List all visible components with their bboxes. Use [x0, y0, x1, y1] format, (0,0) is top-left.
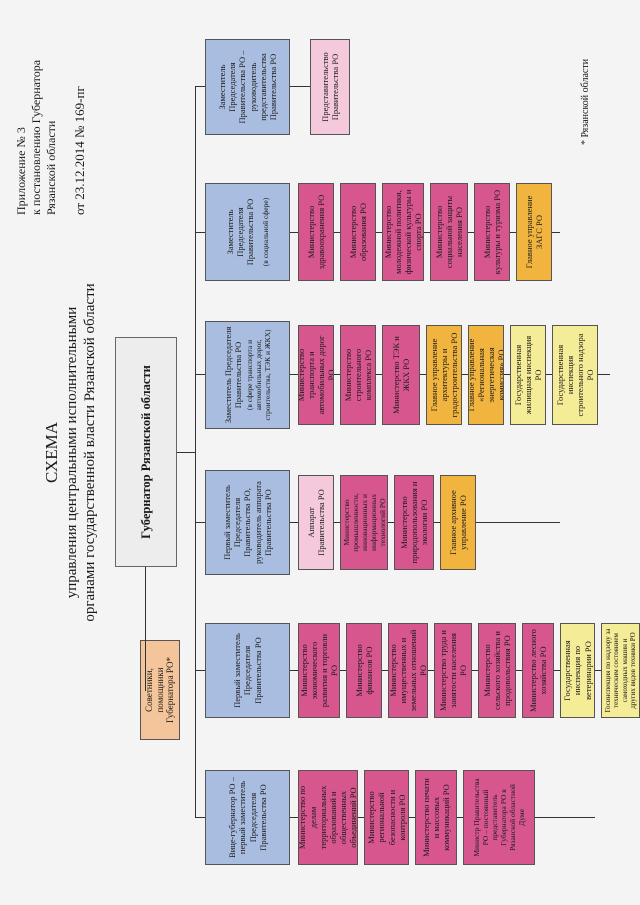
col4-header-subtitle: (в сфере транспорта и автомобильных доро…: [245, 329, 273, 421]
col2-drop-line: [195, 670, 205, 671]
col3-item: Министерство промышленности, инновационн…: [340, 475, 388, 570]
col6-header: Заместитель Председателя Правительства Р…: [205, 39, 290, 135]
col2-item: Министерство финансов РО: [346, 623, 382, 718]
footnote: * Рязанской области: [580, 58, 591, 145]
title-line-2: управления центральными исполнительными: [64, 306, 80, 599]
col1-item: Министерство по делам территориальных об…: [298, 770, 358, 865]
col1-item: Министерство печати и массовых коммуника…: [415, 770, 457, 865]
col6-drop-line: [195, 86, 205, 87]
col1-header: Вице-губернатор РО – первый заместитель …: [205, 770, 290, 865]
advisors-box: Советники, помощники Губернатора РО*: [140, 640, 180, 740]
col2-item: Министерство имущественных и земельных о…: [388, 623, 428, 718]
col4-item: Главное управление «Региональная энергет…: [468, 325, 504, 425]
col4-item: Министерство строительного комплекса РО: [340, 325, 376, 425]
governor-to-advisors-line: [145, 567, 146, 691]
col2-item: Министерство экономического развития и т…: [298, 623, 340, 718]
col5-header: Заместитель Председателя Правительства Р…: [205, 183, 290, 281]
col2-item: Государственная инспекция по ветеринарии…: [560, 623, 595, 718]
col4-header: Заместитель Председателя Правительства Р…: [205, 321, 290, 429]
col5-item: Министерство социальной защиты населения…: [430, 183, 468, 281]
col4-item: Министерство транспорта и автомобильных …: [298, 325, 334, 425]
col3-item: Главное архивное управление РО: [440, 475, 476, 570]
col1-drop-line: [195, 817, 205, 818]
col1-item: Министерство региональной безопасности и…: [364, 770, 409, 865]
col4-item: Государственная инспекция строительного …: [552, 325, 598, 425]
top-bus-line: [195, 87, 196, 818]
col2-item: Министерство лесного хозяйства РО: [522, 623, 554, 718]
col3-item: Аппарат Правительства РО: [298, 475, 334, 570]
col5-item: Министерство культуры и туризма РО: [474, 183, 510, 281]
appendix-line-1: Приложение № 3: [14, 127, 28, 215]
col4-item: Государственная жилищная инспекция РО: [510, 325, 546, 425]
col2-item: Министерство сельского хозяйства и продо…: [478, 623, 516, 718]
governor-box: Губернатор Рязанской области: [115, 337, 177, 567]
col5-item: Министерство молодежной политики, физиче…: [382, 183, 424, 281]
col5-item: Министерство образования РО: [340, 183, 376, 281]
col4-item: Министерство ТЭК и ЖКХ РО: [382, 325, 420, 425]
col2-header: Первый заместитель Председателя Правител…: [205, 623, 290, 718]
col2-item: Министерство труда и занятости населения…: [434, 623, 472, 718]
col1-item: Министр Правительства РО – постоянный пр…: [463, 770, 535, 865]
col5-drop-line: [195, 232, 205, 233]
governor-down-line: [177, 452, 195, 453]
col5-item: Главное управление ЗАГС РО: [516, 183, 552, 281]
col2-item: Госинспекция по надзору за техническим с…: [601, 623, 640, 718]
col3-drop-line: [195, 522, 205, 523]
col3-header: Первый заместитель Председателя Правител…: [205, 470, 290, 575]
col4-item: Главное управление архитектуры и градост…: [426, 325, 462, 425]
col4-drop-line: [195, 374, 205, 375]
title-line-3: органами государственной власти Рязанско…: [82, 283, 98, 622]
col4-header-title: Заместитель Председателя Правительства Р…: [222, 326, 243, 424]
col5-item: Министерство здравоохранения РО: [298, 183, 334, 281]
col6-spine: [290, 86, 310, 87]
title-line-1: СХЕМА: [42, 422, 61, 483]
col5-header-title: Заместитель Председателя Правительства Р…: [224, 198, 256, 266]
col3-item: Министерство природопользования и эколог…: [394, 475, 434, 570]
col5-header-subtitle: (в социальной сфере): [261, 197, 271, 267]
col6-item: Представительство Правительства РО: [310, 39, 350, 135]
